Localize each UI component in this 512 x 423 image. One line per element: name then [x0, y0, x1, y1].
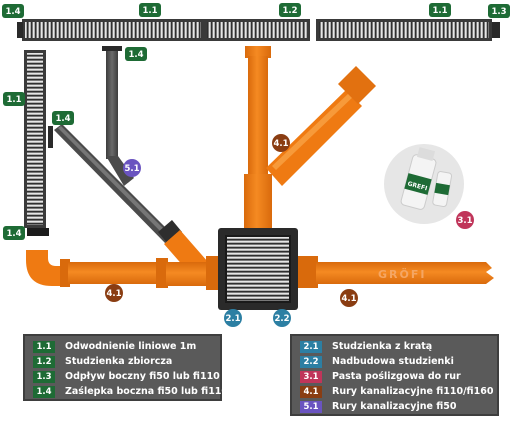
badge-4-1-vertical: 4.1	[272, 134, 290, 152]
legend-code: 1.2	[33, 356, 55, 368]
collection-box-channel	[204, 19, 310, 41]
legend-code: 3.1	[300, 371, 322, 383]
orange-socket-box-left	[206, 256, 220, 290]
legend-label: Pasta poślizgowa do rur	[332, 371, 461, 382]
badge-2-1: 2.1	[224, 309, 242, 327]
legend-label: Zaślepka boczna fi50 lub fi110	[65, 386, 229, 397]
svg-text:1.4: 1.4	[5, 7, 20, 17]
svg-text:1.3: 1.3	[491, 7, 506, 17]
badge-1-1-top-left: 1.1	[139, 3, 161, 17]
legend-label: Nadbudowa studzienki	[332, 356, 454, 367]
legend-code: 1.1	[33, 341, 55, 353]
gray-pipe-joint	[158, 220, 182, 244]
legend-label: Rury kanalizacyjne fi50	[332, 401, 457, 412]
svg-text:4.1: 4.1	[273, 139, 288, 149]
top-channel-right	[316, 19, 492, 41]
badge-1-4-vertical: 1.4	[125, 47, 147, 61]
orange-pipe-bottom-left	[68, 262, 160, 284]
orange-socket-diagonal-top	[338, 66, 376, 104]
legend-right: 2.1 Studzienka z kratą 2.2 Nadbudowa stu…	[290, 334, 499, 416]
svg-text:5.1: 5.1	[124, 164, 139, 174]
gray-pipe-elbow	[106, 156, 134, 186]
legend-code: 4.1	[300, 386, 322, 398]
badge-3-1: 3.1	[456, 211, 474, 229]
side-cap-top-left	[17, 22, 23, 38]
svg-text:1.1: 1.1	[6, 95, 21, 105]
collection-box-grate	[226, 236, 290, 302]
svg-text:1.4: 1.4	[6, 229, 21, 239]
lubricant-tube-small	[432, 171, 453, 207]
badge-1-1-top-right: 1.1	[429, 3, 451, 17]
svg-text:1.1: 1.1	[142, 6, 157, 16]
legend-left-row-1-1: 1.1 Odwodnienie liniowe 1m	[33, 340, 220, 354]
svg-text:2.1: 2.1	[225, 314, 240, 324]
legend-code: 1.4	[33, 386, 55, 398]
svg-text:1.4: 1.4	[128, 50, 143, 60]
legend-left-row-1-3: 1.3 Odpływ boczny fi50 lub fi110	[33, 370, 220, 384]
orange-pipe-vertical	[248, 56, 268, 174]
svg-text:1.1: 1.1	[432, 6, 447, 16]
orange-pipe-bottom-right	[316, 262, 494, 284]
side-outlet-right	[492, 22, 500, 38]
orange-pipe-socket-top	[245, 46, 271, 58]
tube-label-large: GREFI	[407, 180, 428, 192]
legend-label: Odwodnienie liniowe 1m	[65, 341, 197, 352]
orange-pipe-diagonal-top	[266, 90, 362, 186]
side-cap-bottom-left	[27, 228, 49, 236]
brand-label: GRÖFI	[378, 267, 426, 281]
badge-4-1-bottom-right: 4.1	[340, 289, 358, 307]
badge-1-4-bottom-left: 1.4	[3, 226, 25, 240]
legend-right-row-5-1: 5.1 Rury kanalizacyjne fi50	[300, 400, 497, 414]
orange-pipe-diagonal-top-hl	[272, 92, 354, 170]
badge-1-1-left: 1.1	[3, 92, 25, 106]
svg-text:2.2: 2.2	[274, 314, 289, 324]
lubricant-tube-large: GREFI	[400, 147, 437, 210]
svg-text:1.4: 1.4	[55, 114, 70, 124]
badge-1-3-right: 1.3	[488, 4, 510, 18]
svg-text:1.2: 1.2	[282, 6, 297, 16]
badge-1-4-top-left: 1.4	[2, 4, 24, 18]
badge-5-1: 5.1	[123, 159, 141, 177]
orange-socket-left	[60, 259, 70, 287]
gray-pipe-vertical	[106, 51, 118, 159]
svg-text:3.1: 3.1	[457, 216, 472, 226]
end-cap-vertical	[102, 46, 122, 51]
legend-code: 2.1	[300, 341, 322, 353]
legend-code: 1.3	[33, 371, 55, 383]
legend-label: Studzienka zbiorcza	[65, 356, 173, 367]
collection-box-frame	[225, 235, 291, 303]
orange-socket-mid-left	[156, 258, 168, 288]
legend-right-row-2-1: 2.1 Studzienka z kratą	[300, 340, 497, 354]
legend-label: Odpływ boczny fi50 lub fi110	[65, 371, 220, 382]
legend-code: 2.2	[300, 356, 322, 368]
orange-socket-box-right	[298, 256, 318, 288]
legend-right-row-2-2: 2.2 Nadbudowa studzienki	[300, 355, 497, 369]
badge-1-2-top: 1.2	[279, 3, 301, 17]
svg-text:4.1: 4.1	[106, 289, 121, 299]
badge-1-4-diagonal: 1.4	[52, 111, 74, 125]
top-channel-left	[22, 19, 204, 41]
legend-label: Rury kanalizacyjne fi110/fi160	[332, 386, 494, 397]
legend-left-row-1-2: 1.2 Studzienka zbiorcza	[33, 355, 220, 369]
end-cap-diagonal	[48, 126, 53, 148]
legend-label: Studzienka z kratą	[332, 341, 433, 352]
badge-4-1-bottom-left: 4.1	[105, 284, 123, 302]
orange-elbow-left	[26, 250, 62, 286]
left-vertical-channel	[24, 50, 46, 228]
legend-right-row-3-1: 3.1 Pasta poślizgowa do rur	[300, 370, 497, 384]
legend-left: 1.1 Odwodnienie liniowe 1m 1.2 Studzienk…	[23, 334, 228, 401]
legend-left-row-1-4: 1.4 Zaślepka boczna fi50 lub fi110	[33, 385, 228, 399]
badge-2-2: 2.2	[273, 309, 291, 327]
legend-code: 5.1	[300, 401, 322, 413]
legend-right-row-4-1: 4.1 Rury kanalizacyjne fi110/fi160	[300, 385, 497, 399]
gray-pipe-diagonal-highlight	[58, 126, 172, 240]
svg-text:4.1: 4.1	[341, 294, 356, 304]
orange-tee-body	[244, 174, 272, 230]
